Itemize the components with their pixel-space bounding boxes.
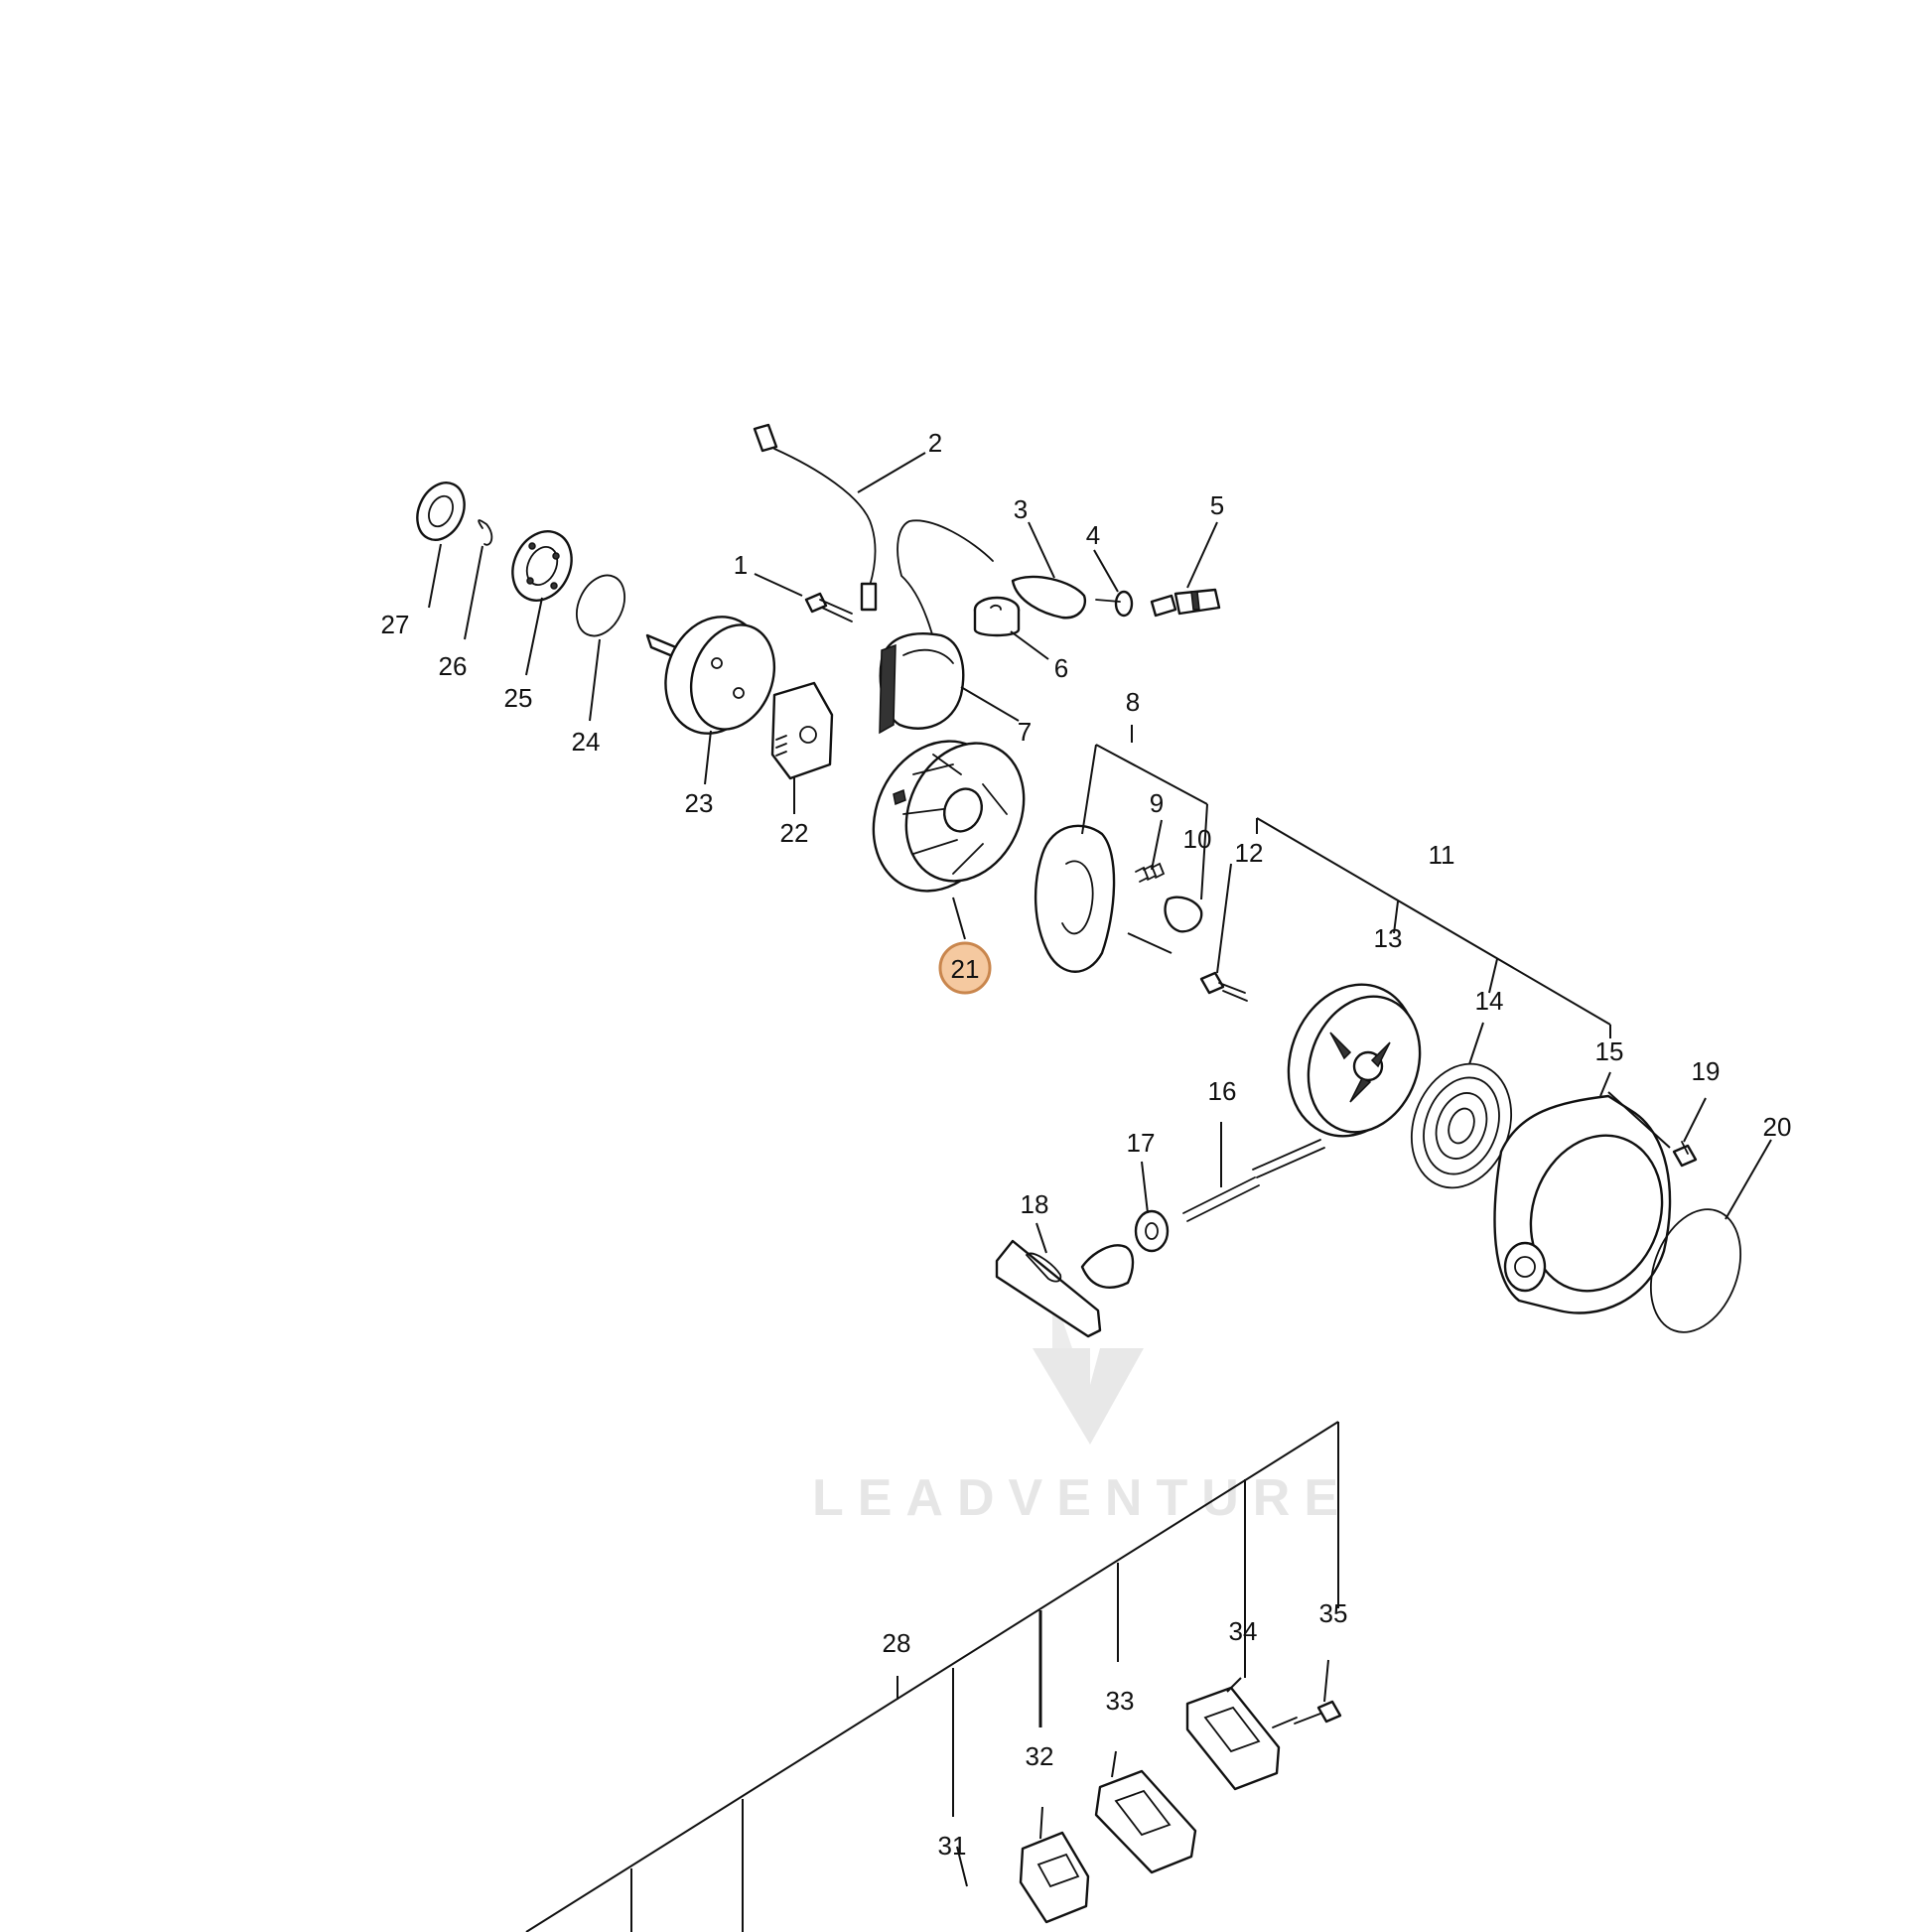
part-7-ignition-coil — [879, 519, 994, 735]
part-15-starter-case — [1493, 1094, 1672, 1314]
part-label-35[interactable]: 35 — [1319, 1598, 1348, 1628]
part-6-grommet — [973, 596, 1021, 637]
leader-lines — [428, 452, 1772, 1932]
part-33-plate — [1094, 1769, 1197, 1874]
part-10-pawl — [1164, 896, 1203, 933]
part-label-17[interactable]: 17 — [1127, 1128, 1156, 1158]
part-label-2[interactable]: 2 — [928, 428, 942, 458]
part-label-20[interactable]: 20 — [1763, 1112, 1792, 1142]
part-2-lead-wire — [753, 423, 878, 612]
part-32-gasket — [1019, 1831, 1090, 1924]
part-label-31[interactable]: 31 — [938, 1831, 967, 1861]
part-label-27[interactable]: 27 — [381, 610, 410, 639]
part-label-22[interactable]: 22 — [780, 818, 809, 848]
part-23-clutch-drum — [645, 616, 776, 735]
part-3-plug-cap — [1011, 575, 1087, 620]
part-13-rope-reel — [1287, 983, 1422, 1138]
part-label-32[interactable]: 32 — [1026, 1741, 1054, 1771]
part-label-33[interactable]: 33 — [1106, 1686, 1135, 1716]
part-34-cover — [1185, 1686, 1281, 1791]
part-label-19[interactable]: 19 — [1692, 1056, 1721, 1086]
part-label-4[interactable]: 4 — [1086, 520, 1100, 550]
part-label-25[interactable]: 25 — [504, 683, 533, 713]
part-label-23[interactable]: 23 — [685, 788, 714, 818]
part-20-gasket — [1649, 1208, 1742, 1333]
part-12-bolt — [1199, 971, 1248, 1002]
part-label-24[interactable]: 24 — [572, 727, 601, 757]
part-17-guide — [1134, 1209, 1170, 1253]
part-24-snap-ring — [576, 574, 625, 637]
part-9-spring — [1135, 862, 1166, 883]
part-label-7[interactable]: 7 — [1018, 717, 1032, 747]
part-21-flywheel — [872, 740, 1026, 893]
part-label-6[interactable]: 6 — [1054, 653, 1068, 683]
part-label-11[interactable]: 11 — [1429, 840, 1455, 870]
part-label-34[interactable]: 34 — [1229, 1616, 1258, 1646]
part-label-10[interactable]: 10 — [1183, 824, 1212, 854]
part-label-3[interactable]: 3 — [1014, 494, 1028, 524]
part-label-15[interactable]: 15 — [1595, 1036, 1624, 1066]
part-label-21[interactable]: 21 — [951, 954, 980, 984]
part-27-oil-seal — [416, 482, 466, 541]
part-4-terminal — [1095, 590, 1134, 618]
part-16-shaft — [1182, 1139, 1325, 1222]
part-label-8[interactable]: 8 — [1126, 687, 1140, 717]
part-label-18[interactable]: 18 — [1021, 1189, 1049, 1219]
watermark-logo-icon — [1033, 1348, 1144, 1445]
part-label-26[interactable]: 26 — [439, 651, 468, 681]
part-25-bearing — [511, 530, 573, 602]
part-22-clutch-shoe — [770, 681, 834, 780]
part-label-14[interactable]: 14 — [1475, 986, 1504, 1016]
part-label-1[interactable]: 1 — [734, 550, 748, 580]
part-1-screw — [804, 592, 853, 622]
part-19-bolt — [1672, 1141, 1698, 1168]
part-label-28[interactable]: 28 — [883, 1628, 911, 1658]
part-label-16[interactable]: 16 — [1208, 1076, 1237, 1106]
part-label-12[interactable]: 12 — [1235, 838, 1264, 868]
part-18-starter-handle — [995, 1239, 1135, 1338]
part-labels: 1 2 3 4 5 6 7 8 9 10 11 12 13 14 15 16 1… — [381, 428, 1792, 1861]
part-label-9[interactable]: 9 — [1150, 788, 1164, 818]
part-14-recoil-spring — [1410, 1062, 1513, 1189]
part-label-13[interactable]: 13 — [1374, 923, 1403, 953]
watermark-text: LEADVENTURE — [812, 1469, 1352, 1527]
part-8-starter-pulley — [1034, 824, 1116, 973]
highlight-marker-21[interactable] — [938, 941, 992, 995]
part-35-screw — [1272, 1700, 1342, 1728]
part-label-5[interactable]: 5 — [1210, 490, 1224, 520]
part-26-circlip — [478, 519, 493, 546]
watermark: LEADVENTURE — [812, 1291, 1352, 1527]
part-5-spark-plug — [1150, 588, 1221, 618]
